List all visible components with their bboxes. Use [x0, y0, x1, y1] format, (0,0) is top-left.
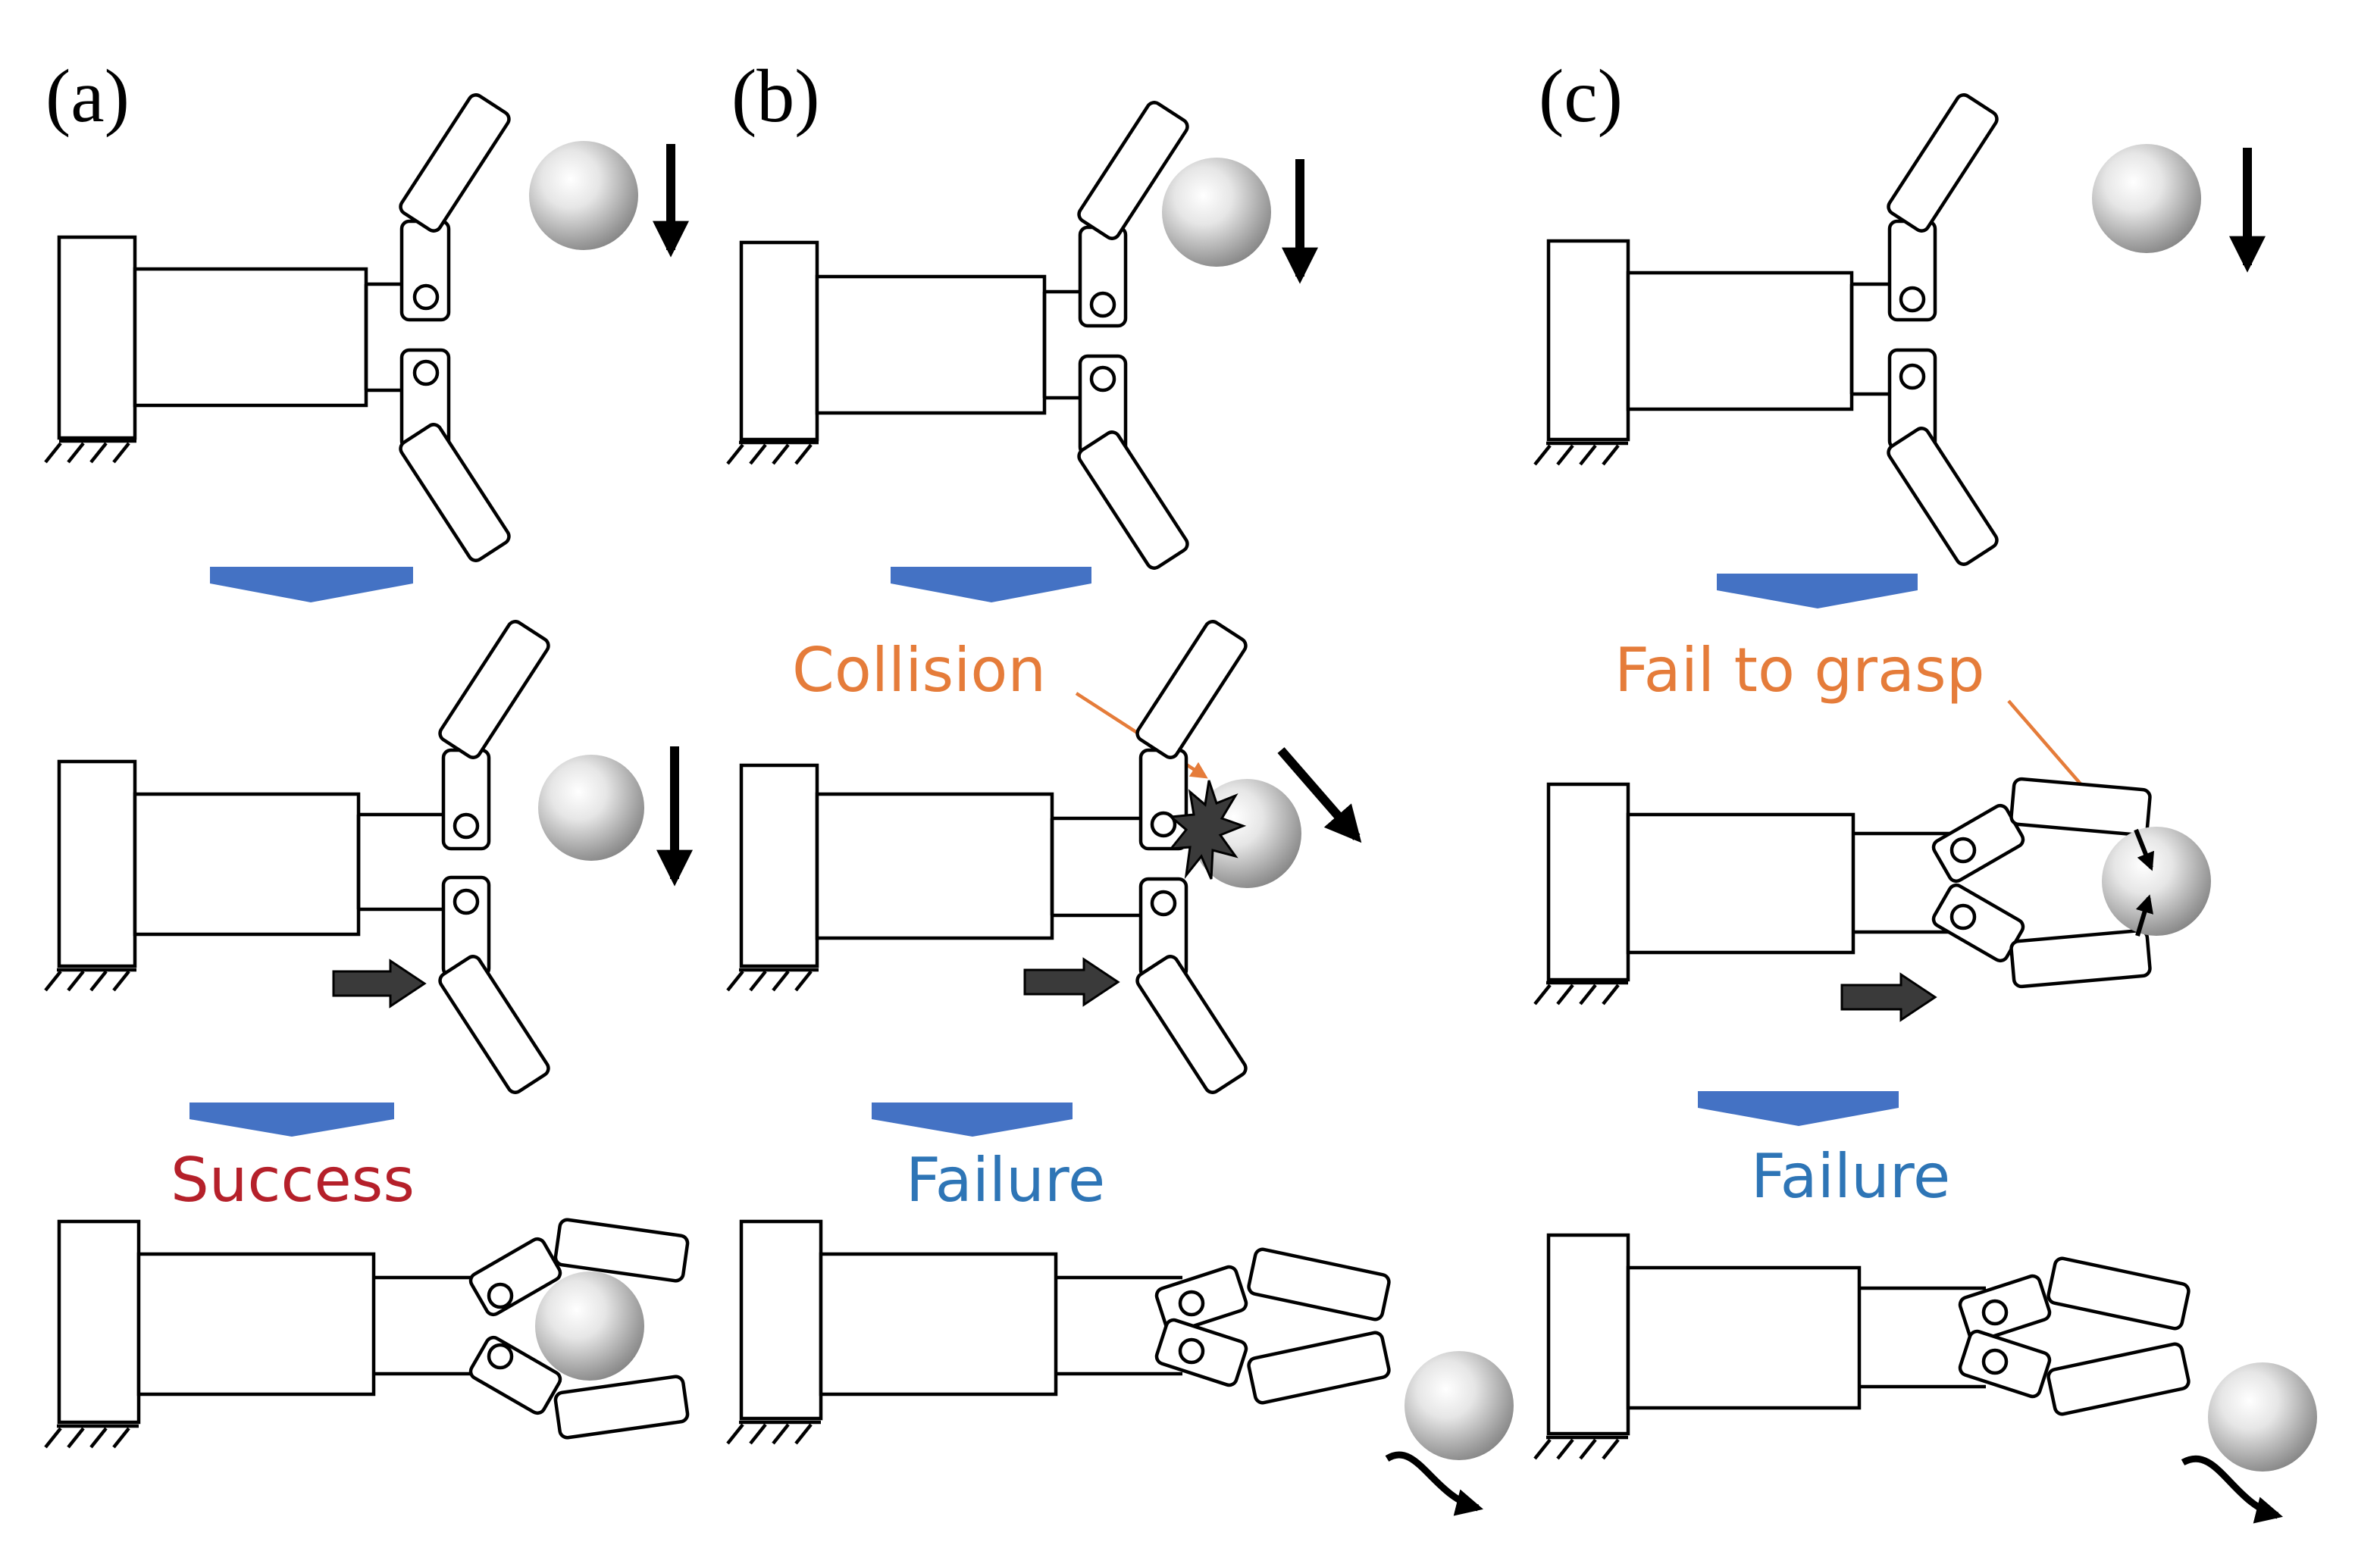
ball [1162, 158, 1271, 267]
panel-c-step2-gripper [1533, 777, 2152, 1006]
panel-a-step2-gripper [44, 620, 550, 1094]
panel-b-label: (b) [731, 54, 820, 138]
stage-arrow [1717, 574, 1918, 608]
outcome-success: Success [171, 1145, 415, 1215]
panel-a-step3-gripper [44, 1218, 690, 1449]
ball [2092, 144, 2201, 253]
collision-label: Collision [792, 635, 1046, 705]
stage-arrow [1698, 1091, 1899, 1126]
ball [1405, 1351, 1514, 1460]
panel-b-step1-gripper [726, 101, 1189, 570]
ball [2102, 827, 2211, 936]
ball [2208, 1362, 2317, 1472]
contact-force-arrow [2135, 894, 2153, 937]
panel-a-label: (a) [45, 54, 130, 138]
roll-away-arrow [1385, 1451, 1483, 1516]
stage-arrow [210, 567, 413, 602]
push-arrow [1840, 972, 1937, 1022]
outcome-failure-c: Failure [1751, 1141, 1950, 1212]
stage-arrow [872, 1103, 1073, 1137]
panel-b-step2-gripper [726, 620, 1248, 1094]
push-arrow [332, 959, 427, 1009]
contact-force-arrow [2134, 828, 2155, 871]
panel-c-label: (c) [1539, 54, 1623, 138]
ball [535, 1271, 644, 1381]
roll-away-arrow [2181, 1455, 2283, 1524]
panel-c-step3-gripper [1533, 1233, 2191, 1460]
collision-burst-icon [1168, 780, 1247, 880]
push-arrow [1023, 957, 1120, 1007]
stage-arrow [891, 567, 1091, 602]
deflect-arrow [1277, 747, 1362, 843]
ball [538, 755, 644, 861]
panel-b-step3-gripper [726, 1219, 1391, 1445]
stage-arrow [189, 1103, 394, 1137]
panel-a-step1-gripper [44, 93, 511, 562]
outcome-failure-b: Failure [906, 1145, 1105, 1215]
panel-c-step1-gripper [1533, 93, 1999, 566]
ball [529, 141, 638, 250]
fail-to-grasp-label: Fail to grasp [1614, 635, 1984, 705]
